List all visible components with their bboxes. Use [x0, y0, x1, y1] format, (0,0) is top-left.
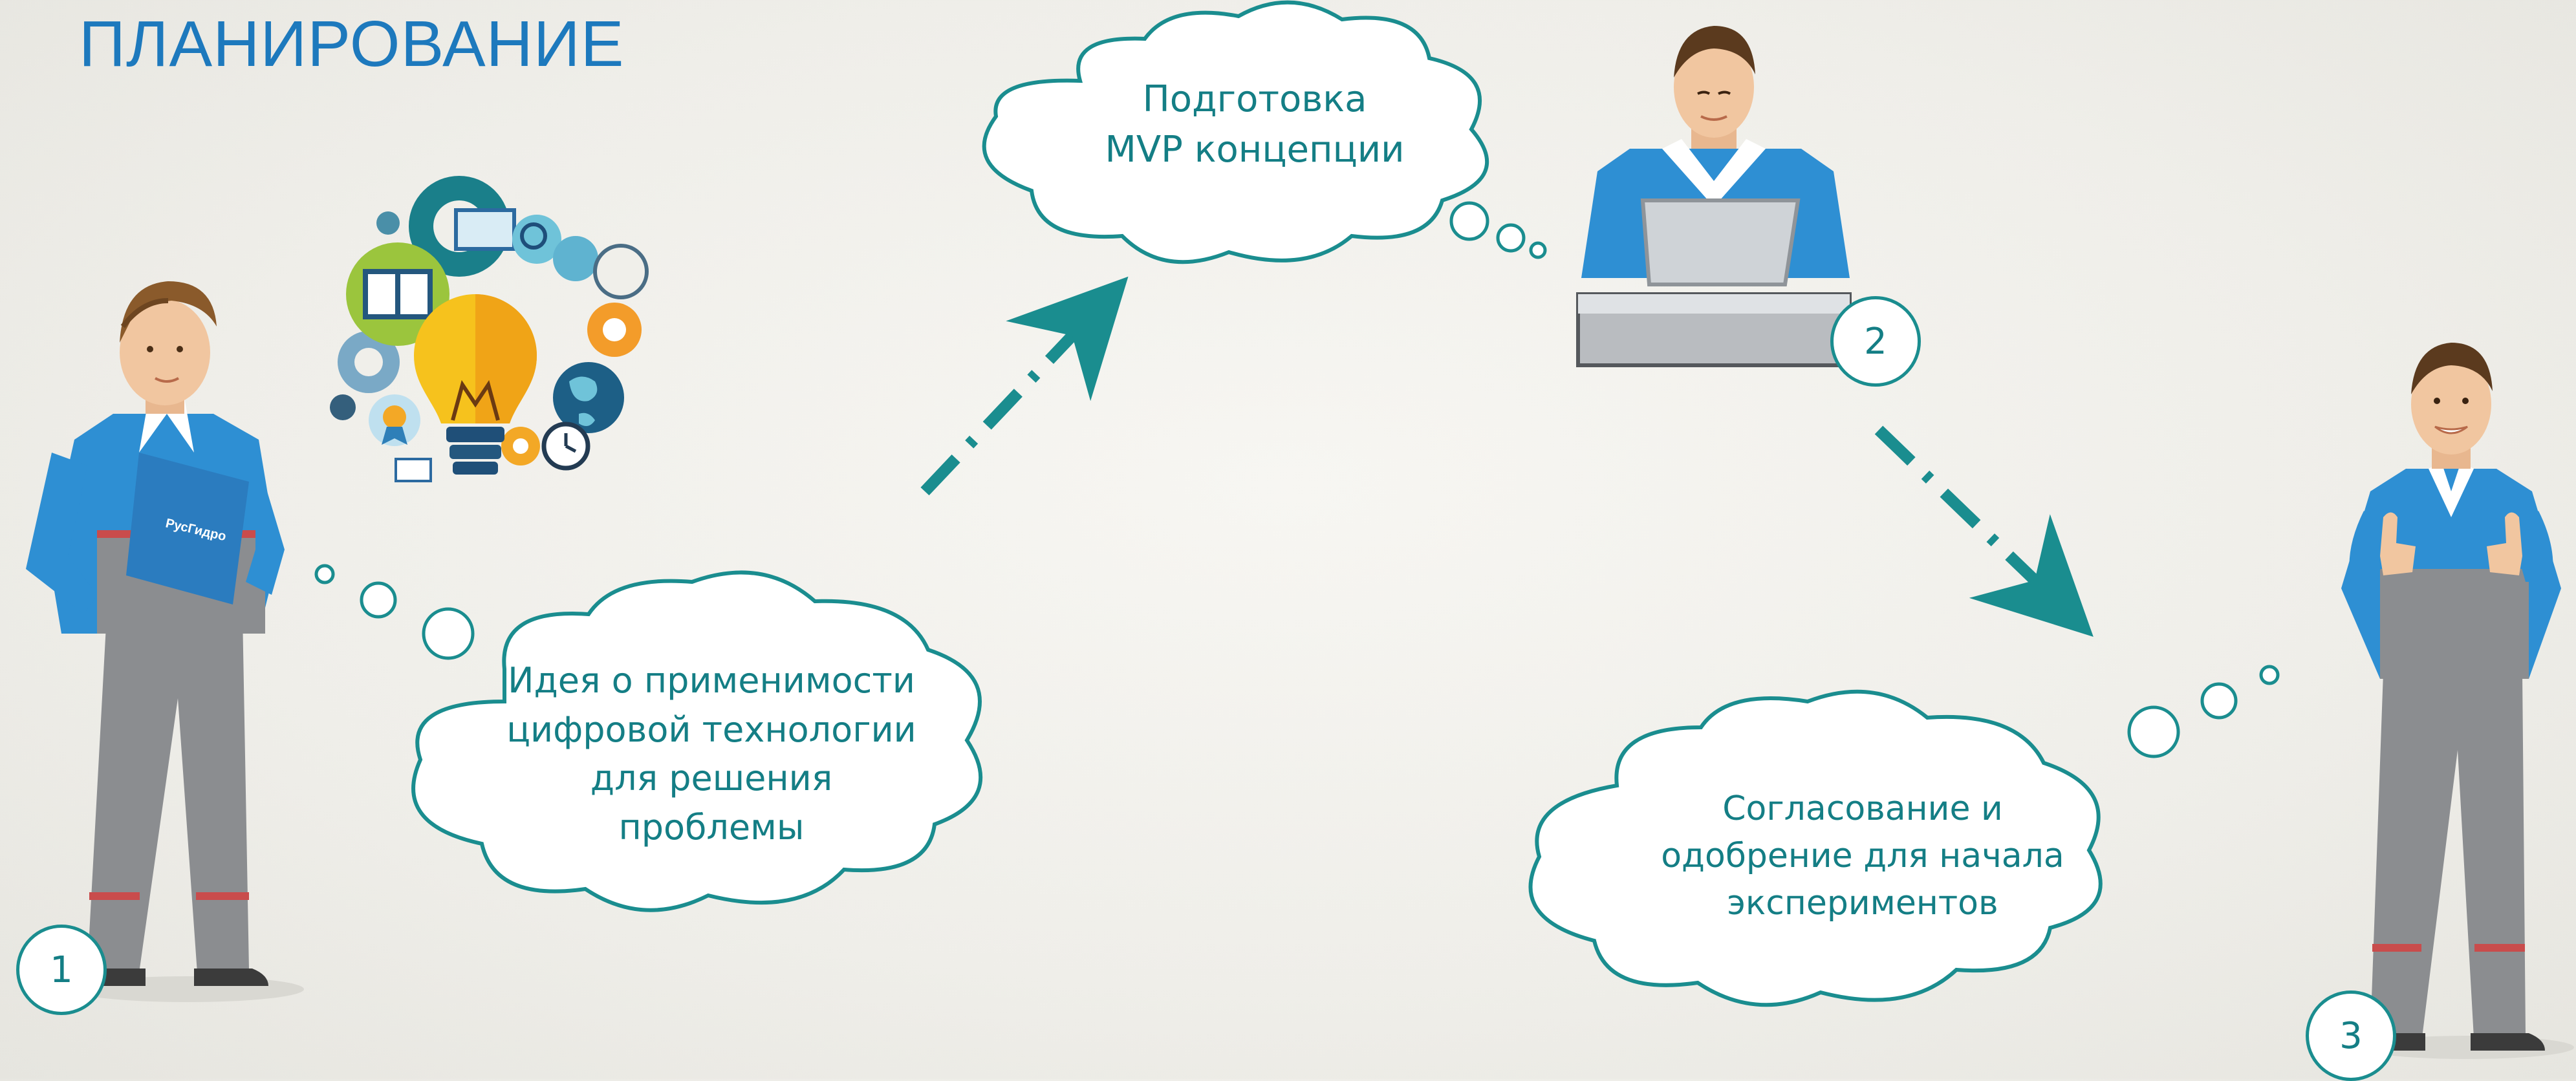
person-2-illustration: [1576, 26, 1852, 367]
idea-lightbulb-icon: [330, 176, 649, 482]
step-3-badge: 3: [2306, 990, 2396, 1081]
step-1-line: цифровой технологии: [506, 709, 916, 750]
person-1-illustration: РусГидро: [26, 281, 304, 1002]
page-title: ПЛАНИРОВАНИЕ: [79, 8, 625, 80]
step-3-line: Согласование и: [1722, 789, 2003, 828]
flow-arrow-1-to-2: [920, 276, 1129, 496]
step-3-line: экспериментов: [1727, 883, 1998, 923]
step-1-line: для решения: [590, 758, 833, 799]
step-1-line: проблемы: [618, 806, 805, 848]
step-3-line: одобрение для начала: [1661, 836, 2064, 875]
step-2-line: MVP концепции: [1105, 129, 1405, 171]
step-1-badge: 1: [16, 925, 107, 1015]
thought-cloud-3: [1528, 665, 2280, 1007]
step-2-badge: 2: [1830, 296, 1921, 387]
person-3-illustration: [2341, 343, 2574, 1059]
thought-cloud-1: [314, 564, 983, 912]
step-1-line: Идея о применимости: [508, 660, 915, 701]
flow-arrow-2-to-3: [1874, 425, 2094, 637]
step-2-line: Подготовка: [1142, 78, 1367, 120]
thought-cloud-2: [982, 0, 1547, 264]
step-2-text: Подготовка MVP концепции: [1061, 74, 1449, 176]
step-3-text: Согласование и одобрение для начала эксп…: [1636, 786, 2089, 926]
step-1-text: Идея о применимости цифровой технологии …: [479, 656, 944, 851]
